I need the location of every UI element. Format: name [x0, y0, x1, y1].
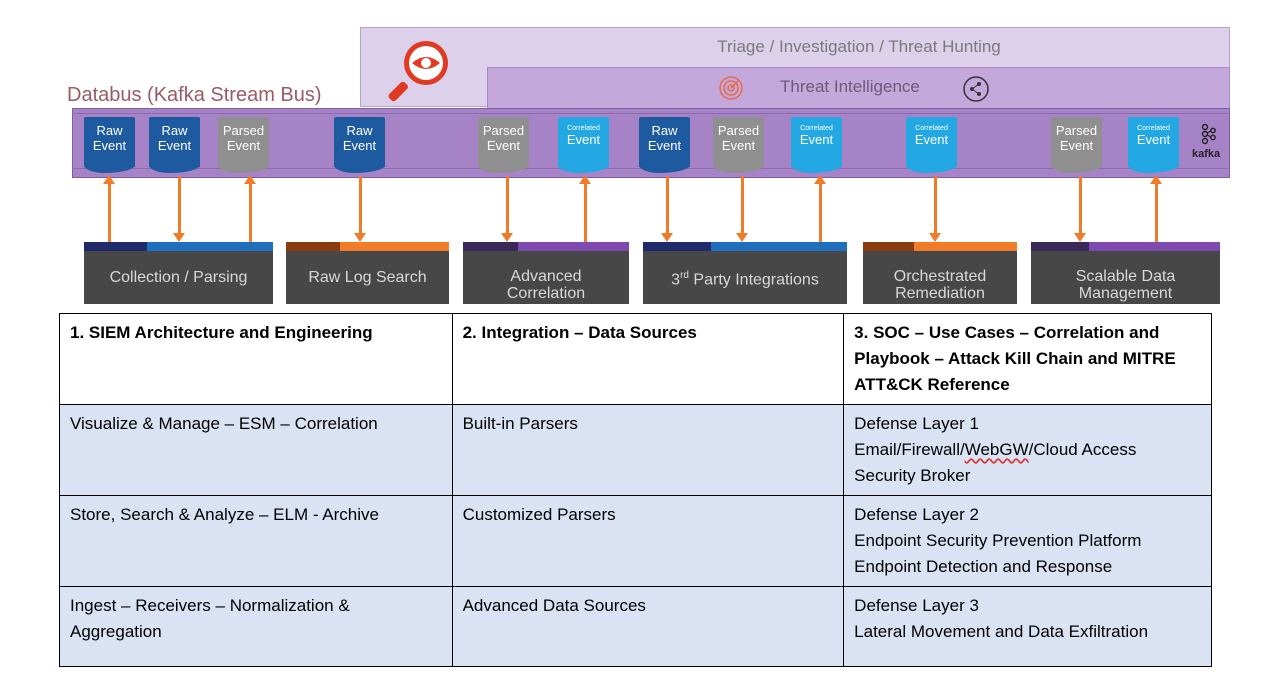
magnifier-eye-icon — [388, 41, 448, 102]
table-cell: Built-in Parsers — [451, 404, 845, 496]
arrow-up — [244, 175, 256, 242]
bus-line — [72, 113, 1228, 114]
table-cell: Visualize & Manage – ESM – Correlation — [59, 404, 453, 496]
triage-label: Triage / Investigation / Threat Hunting — [717, 37, 1001, 56]
arrow-up — [579, 175, 591, 242]
table-cell: Customized Parsers — [451, 495, 845, 587]
arrow-down — [1074, 176, 1086, 242]
table-header-row: 1. SIEM Architecture and Engineering 2. … — [59, 313, 1212, 405]
table-row: Store, Search & Analyze – ELM - Archive … — [59, 495, 1212, 587]
module-raw-log-search: Raw Log Search — [286, 242, 449, 304]
kafka-label: kafka — [1192, 148, 1221, 160]
radar-icon — [719, 76, 743, 100]
arrow-down — [736, 176, 748, 242]
threat-intelligence-band — [487, 67, 1230, 109]
arrow-down — [173, 176, 185, 242]
table-row: Ingest – Receivers – Normalization & Agg… — [59, 586, 1212, 667]
header-soc-use-cases: 3. SOC – Use Cases – Correlation and Pla… — [843, 313, 1212, 405]
databus-label: Databus (Kafka Stream Bus) — [67, 84, 322, 106]
siem-soc-table: 1. SIEM Architecture and Engineering 2. … — [59, 313, 1212, 667]
arrow-up — [814, 175, 826, 242]
table-cell: Ingest – Receivers – Normalization & Agg… — [59, 586, 453, 667]
table-cell: Defense Layer 3 Lateral Movement and Dat… — [843, 586, 1212, 667]
module-third-party-integrations: 3rd Party Integrations — [643, 242, 847, 304]
arrow-down — [929, 176, 941, 242]
header-siem-architecture: 1. SIEM Architecture and Engineering — [59, 313, 453, 405]
table-cell: Advanced Data Sources — [451, 586, 845, 667]
kafka-logo-icon — [1201, 123, 1216, 145]
arrow-up — [103, 175, 115, 242]
arrow-down — [661, 176, 673, 242]
table-cell: Store, Search & Analyze – ELM - Archive — [59, 495, 453, 587]
arrow-down — [354, 176, 366, 242]
arrow-up — [1150, 175, 1162, 242]
header-integration: 2. Integration – Data Sources — [451, 313, 845, 405]
module-collection-parsing: Collection / Parsing — [84, 242, 273, 304]
network-nodes-icon — [963, 76, 989, 102]
arrow-down — [501, 176, 513, 242]
threat-intelligence-label: Threat Intelligence — [780, 77, 920, 96]
table-cell: Defense Layer 1 Email/Firewall/WebGW/Clo… — [843, 404, 1212, 496]
table-row: Visualize & Manage – ESM – Correlation B… — [59, 404, 1212, 496]
table-cell: Defense Layer 2 Endpoint Security Preven… — [843, 495, 1212, 587]
